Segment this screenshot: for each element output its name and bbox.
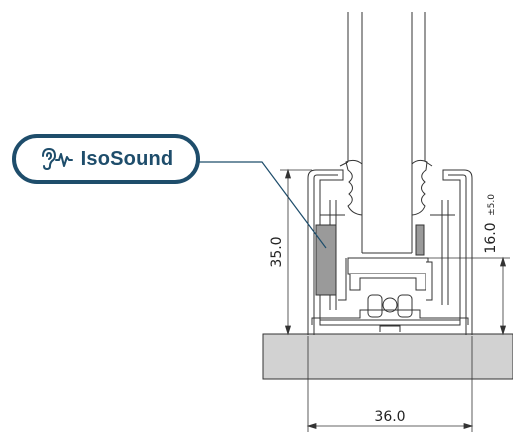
badge-label: IsoSound bbox=[80, 147, 174, 170]
dimension-height-right bbox=[412, 256, 510, 336]
floor-slab bbox=[262, 333, 513, 380]
glass-pane bbox=[347, 12, 426, 254]
dimension-height-left-label: 35.0 bbox=[269, 236, 285, 267]
isosound-insert-right bbox=[415, 224, 425, 256]
dimension-width-bottom bbox=[306, 336, 474, 432]
dimension-height-right-tolerance: ±5.0 bbox=[487, 194, 497, 216]
ear-soundwave-icon bbox=[41, 148, 73, 170]
dimension-width-bottom-label: 36.0 bbox=[374, 409, 405, 425]
badge-leader-line bbox=[198, 161, 327, 249]
isosound-insert bbox=[315, 224, 337, 296]
top-gaskets bbox=[339, 159, 433, 216]
aluminium-profile bbox=[307, 169, 473, 335]
dimension-height-left bbox=[280, 168, 312, 336]
setting-block bbox=[338, 257, 433, 301]
dimension-height-right-label: 16.0 bbox=[483, 222, 499, 253]
isosound-badge: IsoSound bbox=[12, 134, 200, 184]
